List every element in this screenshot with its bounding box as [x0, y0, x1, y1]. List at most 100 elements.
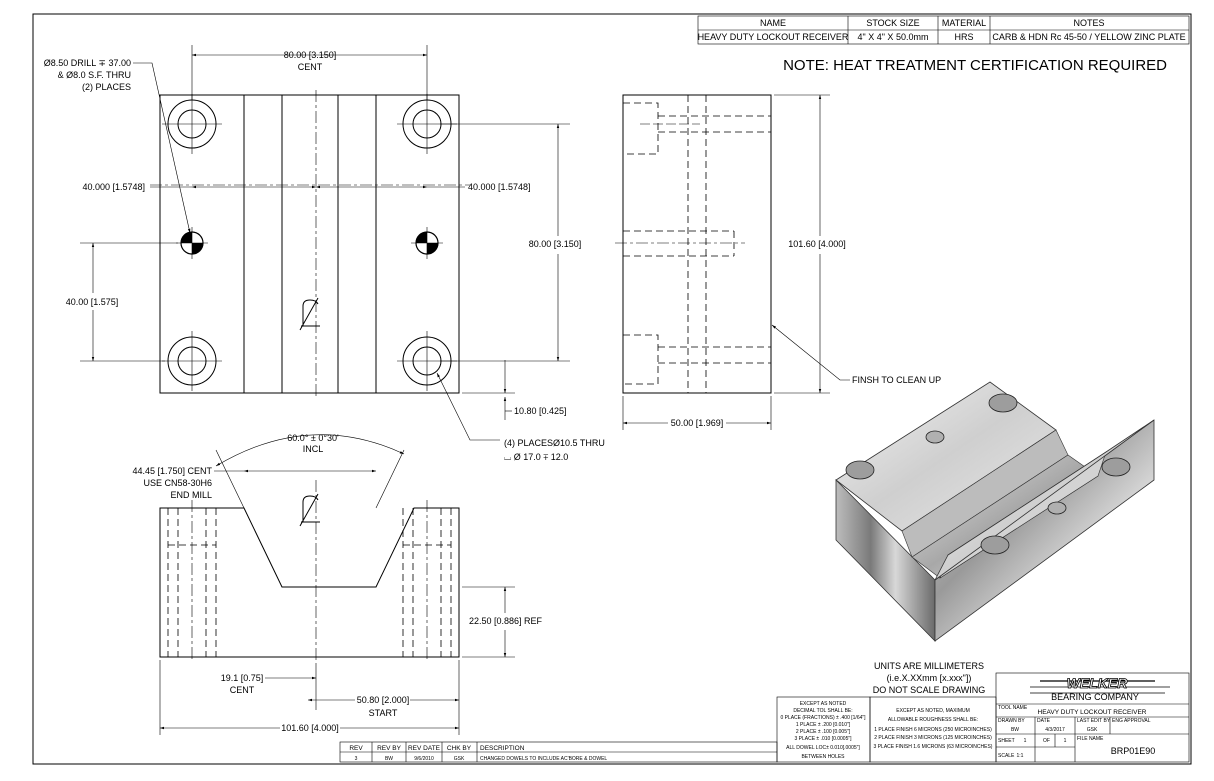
tolerance-line-2: 0 PLACE (FRACTIONS) ± .400 [1/64"]	[780, 715, 866, 721]
side-view-dim-height: 101.60 [4.000]	[788, 239, 846, 249]
material-header-material: MATERIAL	[942, 18, 986, 28]
top-view: 80.00 [3.150] CENT 40.000 [1.5748] 40.00…	[44, 45, 605, 462]
last-edit-label: LAST EDIT BY	[1077, 718, 1111, 724]
tolerance-line-4: 2 PLACE ± .100 [0.005"]	[796, 729, 851, 735]
rev-value-by: BW	[385, 756, 393, 762]
material-header-name: NAME	[760, 18, 786, 28]
material-material-value: HRS	[954, 32, 973, 42]
sheet-value: 1	[1024, 738, 1027, 744]
dowel-hole-right-icon	[411, 227, 443, 259]
units-note-line-1: UNITS ARE MILLIMETERS	[874, 661, 984, 671]
top-view-dim-left-40: 40.000 [1.5748]	[82, 182, 145, 192]
roughness-line-0: EXCEPT AS NOTED, MAXIMUM	[896, 708, 970, 714]
logo-text: WELKER	[1067, 675, 1129, 691]
front-view: 60.0° ± 0°30' INCL 44.45 [1.750] CENT US…	[132, 433, 543, 735]
hole-note-line-2: ⌴ Ø 17.0 ∓ 12.0	[504, 452, 568, 462]
company-name: BEARING COMPANY	[1051, 692, 1139, 702]
side-view: 101.60 [4.000] 50.00 [1.969] FINSH TO CL…	[615, 94, 941, 430]
drill-note-line-3: (2) PLACES	[82, 82, 131, 92]
tolerance-line-7: BETWEEN HOLES	[801, 754, 845, 760]
front-dim-cent: 19.1 [0.75]	[221, 673, 264, 683]
material-stock-value: 4" X 4" X 50.0mm	[858, 32, 929, 42]
rev-value-rev: 3	[355, 756, 358, 762]
rev-header-desc: DESCRIPTION	[480, 745, 525, 752]
groove-note-line-3: END MILL	[170, 490, 212, 500]
tolerance-line-1: DECIMAL TOL SHALL BE:	[793, 708, 852, 714]
front-angle: 60.0° ± 0°30'	[287, 433, 339, 443]
of-value: 1	[1064, 738, 1067, 744]
rev-value-chk: GSK	[454, 756, 465, 762]
material-name-value: HEAVY DUTY LOCKOUT RECEIVER	[698, 32, 849, 42]
top-view-dim-right-40: 40.000 [1.5748]	[468, 182, 531, 192]
revision-table: REV REV BY REV DATE CHK BY DESCRIPTION 3…	[339, 741, 778, 763]
sheet-label: SHEET	[998, 738, 1015, 744]
drawn-by-label: DRAWN BY	[998, 718, 1025, 724]
material-header-notes: NOTES	[1073, 18, 1104, 28]
tool-name-value: HEAVY DUTY LOCKOUT RECEIVER	[1038, 709, 1147, 716]
rev-value-date: 9/6/2010	[414, 756, 434, 762]
roughness-box: EXCEPT AS NOTED, MAXIMUM ALLOWABLE ROUGH…	[869, 696, 997, 763]
tool-name-label: TOOL NAME	[998, 705, 1028, 711]
isometric-render	[835, 381, 1155, 642]
front-centerline-symbol-icon	[299, 493, 320, 527]
material-table: NAME STOCK SIZE MATERIAL NOTES HEAVY DUT…	[698, 15, 1190, 45]
units-note-line-3: DO NOT SCALE DRAWING	[873, 685, 986, 695]
top-view-dim-width-cent: CENT	[298, 62, 323, 72]
roughness-line-3: 2 PLACE FINISH 3 MICRONS (125 MICROINCHE…	[874, 735, 992, 741]
iso-dowel-front-icon	[1047, 501, 1067, 515]
front-dim-total: 101.60 [4.000]	[281, 723, 339, 733]
iso-hole-left-icon	[845, 460, 875, 480]
units-note-line-2: (i.e.X.XXmm [x.xxx"])	[887, 673, 972, 683]
counterbore-hole-bottom-left-icon	[162, 331, 222, 391]
counterbore-hole-top-left-icon	[162, 94, 222, 154]
date-label: DATE	[1037, 718, 1051, 724]
tolerance-line-5: 3 PLACE ± .010 [0.0005"]	[794, 736, 852, 742]
tolerance-line-6: ALL DOWEL LOC± 0.010[.0005"]	[786, 745, 860, 751]
front-angle-incl: INCL	[303, 444, 324, 454]
front-dim-start-label: START	[369, 708, 398, 718]
centerline-symbol-icon	[299, 297, 320, 331]
of-label: OF	[1043, 738, 1050, 744]
rev-header-chk: CHK BY	[447, 745, 472, 752]
roughness-line-1: ALLOWABLE ROUGHNESS SHALL BE:	[888, 717, 978, 723]
scale-value: 1:1	[1017, 753, 1024, 759]
roughness-line-2: 1 PLACE FINISH 6 MICRONS (250 MICROINCHE…	[874, 727, 992, 733]
iso-hole-back-icon	[988, 393, 1018, 413]
top-view-dim-height: 80.00 [3.150]	[529, 239, 582, 249]
front-dim-cent-label: CENT	[230, 685, 255, 695]
top-view-dim-width: 80.00 [3.150]	[284, 50, 337, 60]
groove-note-line-2: USE CN58-30H6	[143, 478, 212, 488]
last-edit-value: GSK	[1087, 727, 1098, 733]
iso-dowel-back-icon	[925, 430, 945, 444]
top-view-dim-lower-left: 40.00 [1.575]	[66, 297, 119, 307]
dowel-hole-left-icon	[176, 227, 208, 259]
file-name-label: FILE NAME	[1077, 736, 1104, 742]
rev-value-desc: CHANGED DOWELS TO INCLUDE AC'BORE & DOWE…	[480, 756, 607, 762]
roughness-line-4: 3 PLACE FINISH 1.6 MICRONS (63 MICROINCH…	[874, 744, 993, 750]
tolerance-line-3: 1 PLACE ± .200 [0.010"]	[796, 722, 851, 728]
groove-note-line-1: 44.45 [1.750] CENT	[132, 466, 212, 476]
top-view-dim-bottom-offset: 10.80 [0.425]	[514, 406, 567, 416]
drill-note-line-2: & Ø8.0 S.F. THRU	[58, 70, 131, 80]
finish-note: FINSH TO CLEAN UP	[852, 375, 941, 385]
title-block: WELKER BEARING COMPANY TOOL NAME HEAVY D…	[995, 672, 1190, 763]
drawn-by-value: BW	[1011, 727, 1019, 733]
material-header-stock: STOCK SIZE	[866, 18, 919, 28]
material-notes-value: CARB & HDN Rc 45-50 / YELLOW ZINC PLATE	[992, 32, 1185, 42]
welker-logo: WELKER	[1030, 675, 1170, 694]
rev-header-date: REV DATE	[408, 745, 441, 752]
eng-approval-label: ENG APPROVAL	[1112, 718, 1151, 724]
tolerance-line-0: EXCEPT AS NOTED	[800, 701, 847, 707]
front-dim-ref: 22.50 [0.886] REF	[469, 616, 543, 626]
side-view-dim-width: 50.00 [1.969]	[671, 418, 724, 428]
drill-note-line-1: Ø8.50 DRILL ∓ 37.00	[44, 58, 131, 68]
iso-hole-front-icon	[980, 535, 1010, 555]
front-dim-start: 50.80 [2.000]	[357, 695, 410, 705]
file-name-value: BRP01E90	[1111, 746, 1156, 756]
hole-note-line-1: (4) PLACESØ10.5 THRU	[504, 438, 605, 448]
rev-header-by: REV BY	[377, 745, 402, 752]
heat-treatment-note: NOTE: HEAT TREATMENT CERTIFICATION REQUI…	[783, 57, 1167, 74]
iso-hole-right-icon	[1101, 457, 1131, 477]
